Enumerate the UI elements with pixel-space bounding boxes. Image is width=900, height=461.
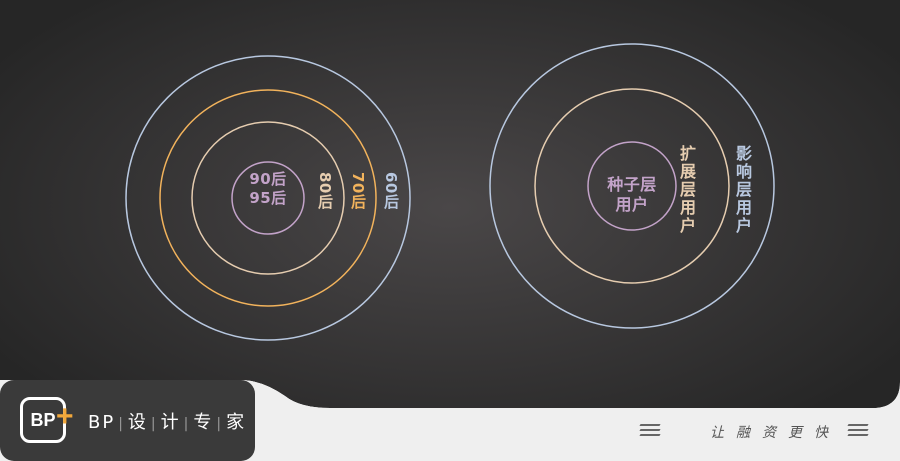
circle-60s xyxy=(125,55,411,341)
circle-70s xyxy=(159,89,377,307)
circle-influence xyxy=(489,43,775,329)
label-70s: 70后 xyxy=(349,172,367,210)
circle-seed xyxy=(587,141,677,231)
label-80s: 80后 xyxy=(316,172,334,210)
plus-icon: + xyxy=(56,400,74,433)
brand-name: BP|设|计|专|家 xyxy=(88,412,247,433)
speed-lines-right-icon xyxy=(847,424,869,436)
label-seed-users: 种子层 用户 xyxy=(607,175,657,214)
circle-90s xyxy=(231,161,305,235)
slogan: 让融资更快 xyxy=(710,425,840,441)
label-expansion-users: 扩展层用户 xyxy=(680,144,697,235)
label-90s: 90后 95后 xyxy=(249,170,287,207)
label-60s: 60后 xyxy=(382,172,400,210)
circle-expansion xyxy=(534,88,730,284)
label-influence-users: 影响层用户 xyxy=(736,144,753,235)
bp-logo: BP xyxy=(20,397,66,443)
speed-lines-left-icon xyxy=(639,424,661,436)
circle-80s xyxy=(191,121,345,275)
